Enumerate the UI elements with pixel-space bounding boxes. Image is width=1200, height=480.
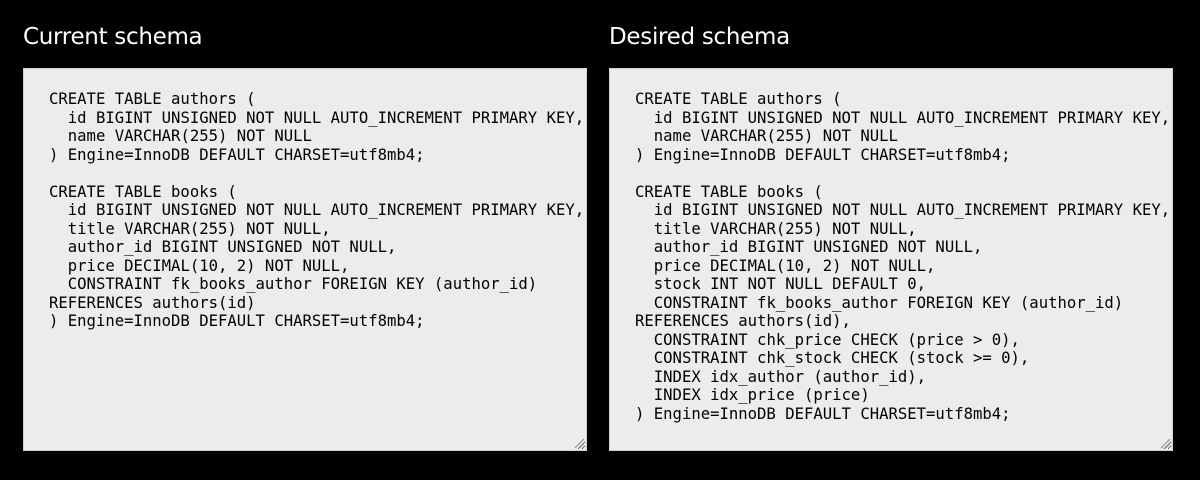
desired-schema-textarea[interactable]: CREATE TABLE authors ( id BIGINT UNSIGNE… — [609, 68, 1173, 451]
current-schema-textarea[interactable]: CREATE TABLE authors ( id BIGINT UNSIGNE… — [23, 68, 587, 451]
desired-schema-title: Desired schema — [609, 24, 790, 50]
current-schema-title: Current schema — [23, 24, 203, 50]
